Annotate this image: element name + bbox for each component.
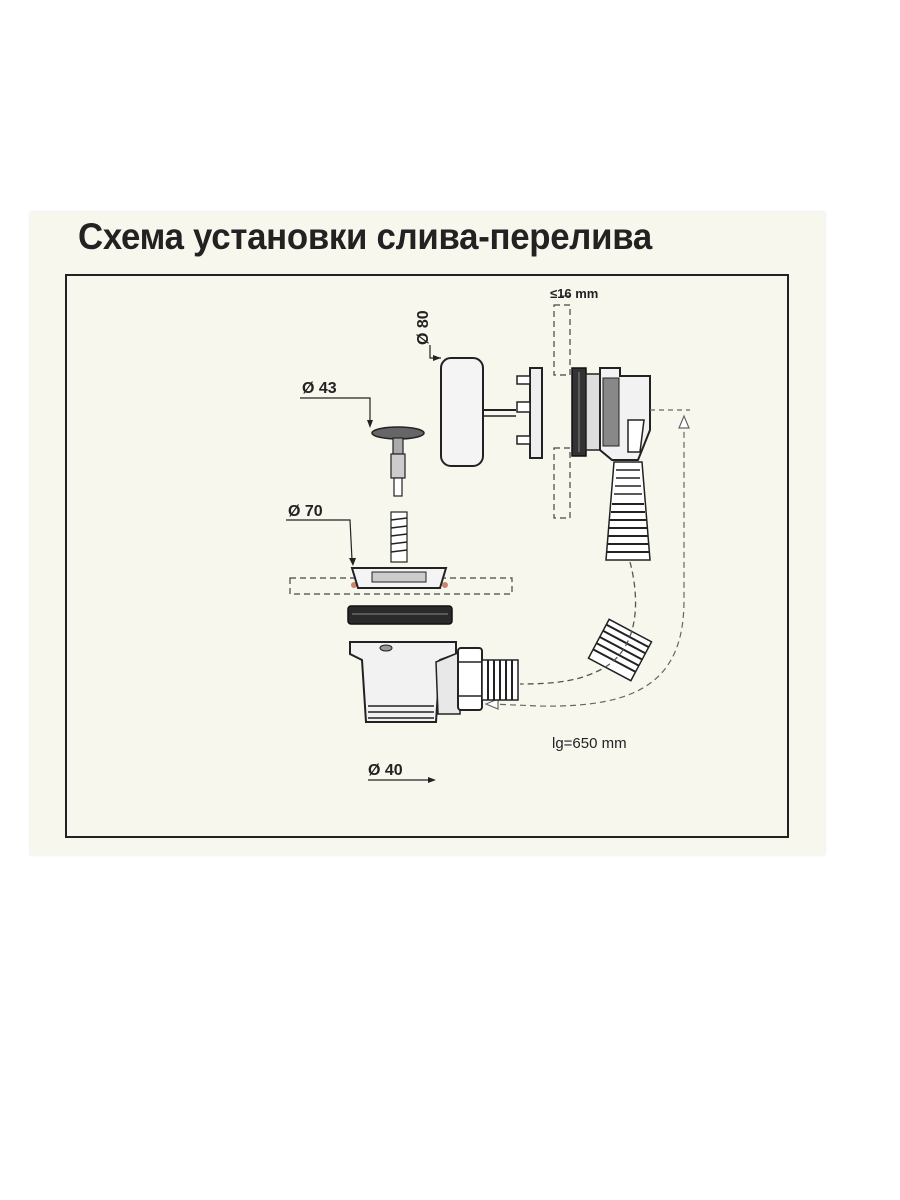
drain-body — [349, 641, 461, 723]
diagram-card: Схема установки слива-перелива — [30, 212, 825, 855]
hose-end-segment — [587, 618, 653, 682]
outlet-nut — [457, 647, 483, 711]
label-length: lg=650 mm — [552, 735, 627, 752]
drain-plug — [371, 426, 425, 440]
label-thickness: ≤16 mm — [550, 286, 598, 301]
label-d40: Ø 40 — [368, 762, 403, 779]
label-d43: Ø 43 — [302, 380, 337, 397]
hose-path — [519, 561, 637, 685]
tub-wall-lower — [553, 447, 571, 519]
label-d70: Ø 70 — [288, 503, 323, 520]
overflow-cover — [440, 357, 484, 467]
overflow-plate — [529, 367, 543, 459]
label-d80: Ø 80 — [415, 310, 432, 345]
outlet-thread — [481, 659, 519, 701]
tub-wall-upper — [553, 304, 571, 376]
plug-spindle — [390, 511, 408, 563]
diagram-frame — [65, 274, 789, 838]
drain-gasket — [347, 605, 453, 625]
length-arrow — [489, 420, 685, 707]
overflow-hose — [605, 461, 651, 561]
diagram-title: Схема установки слива-перелива — [78, 216, 652, 257]
